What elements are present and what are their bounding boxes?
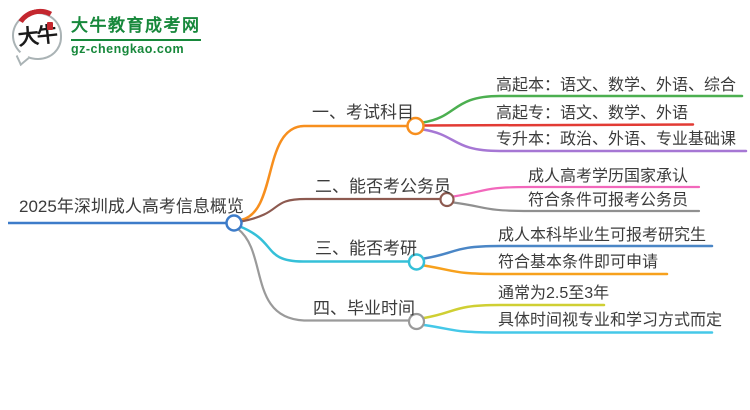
branch-4-line	[236, 227, 411, 322]
branch-3-line	[238, 225, 411, 263]
branch-2-line	[239, 197, 442, 223]
branch-4-label: 四、毕业时间	[313, 299, 415, 318]
branch-1-child-1-label: 高起本：语文、数学、外语、综合	[496, 77, 737, 94]
branch-1-child-2-label: 高起专：语文、数学、外语	[496, 105, 689, 122]
branch-3-label: 三、能否考研	[315, 239, 417, 258]
branch-2-child-2-label: 符合条件可报考公务员	[528, 192, 689, 209]
branch-3-child-2-label: 符合基本条件即可申请	[498, 254, 659, 271]
root-node-label: 2025年深圳成人高考信息概览	[19, 197, 244, 216]
root-node-toggle[interactable]	[225, 214, 243, 232]
branch-2-child-1-line	[452, 185, 701, 198]
branch-1-child-3-line	[421, 128, 748, 153]
site-domain: gz-chengkao.com	[71, 41, 185, 56]
branch-2-child-2-line	[452, 201, 701, 213]
branch-1-line	[239, 124, 409, 222]
logo-text-block: 大牛教育成考网 gz-chengkao.com	[71, 16, 201, 56]
branch-2-node-toggle[interactable]	[439, 191, 455, 208]
branch-1-child-3-label: 专升本：政治、外语、专业基础课	[496, 131, 737, 148]
logo-seal-icon	[47, 22, 53, 30]
branch-2-child-1-label: 成人高考学历国家承认	[528, 168, 689, 185]
daniu-bubble-icon: 大牛	[10, 3, 68, 60]
branch-3-node-toggle[interactable]	[407, 253, 426, 271]
branch-1-label: 一、考试科目	[312, 103, 414, 122]
branch-4-child-2-line	[422, 323, 714, 334]
branch-4-child-2-label: 具体时间视专业和学习方式而定	[498, 312, 723, 329]
branch-1-node-toggle[interactable]	[406, 116, 425, 136]
branch-2-label: 二、能否考公务员	[315, 177, 451, 196]
branch-3-child-1-line	[422, 244, 714, 260]
branch-4-child-1-line	[422, 303, 606, 320]
branch-3-child-1-label: 成人本科毕业生可报考研究生	[498, 227, 707, 244]
branch-1-child-2-line	[422, 123, 695, 127]
site-name: 大牛教育成考网	[71, 16, 201, 41]
site-logo[interactable]: 大牛 大牛教育成考网 gz-chengkao.com	[10, 3, 201, 60]
branch-4-node-toggle[interactable]	[407, 312, 426, 331]
branch-1-child-1-line	[421, 94, 744, 124]
branch-3-child-2-line	[422, 264, 669, 276]
branch-4-child-1-label: 通常为2.5至3年	[498, 285, 610, 302]
